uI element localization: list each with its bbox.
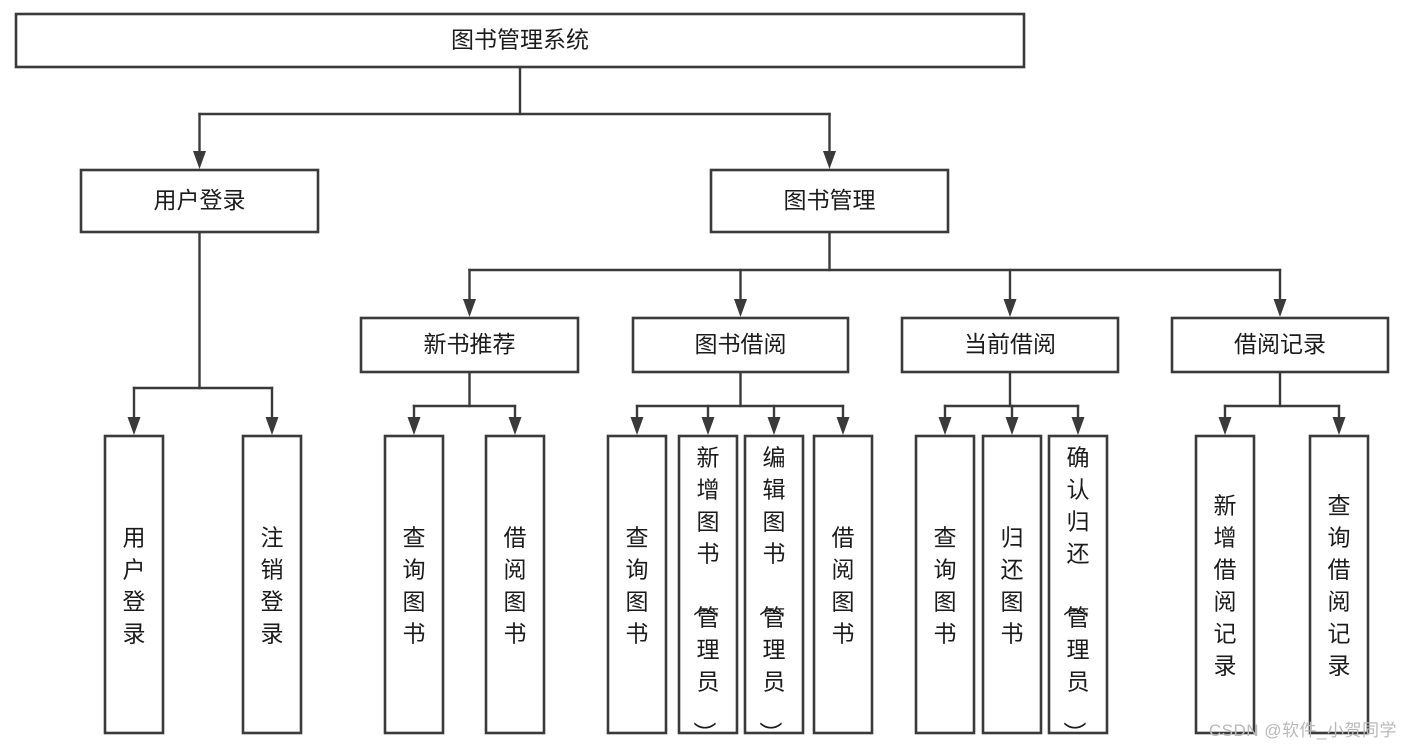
node-leaf-query-book-3[interactable]: 查询图书 <box>914 434 976 735</box>
node-leaf-confirm-return[interactable]: 确认归还（管理员） <box>1047 434 1109 744</box>
edge-group-records <box>1218 370 1346 435</box>
node-label-leaf-return-book: 归还图书 <box>1001 524 1024 646</box>
node-leaf-query-book-1[interactable]: 查询图书 <box>383 434 445 735</box>
node-bookmgmt[interactable]: 图书管理 <box>709 168 950 234</box>
node-label-leaf-edit-book: 编辑图书（管理员） <box>758 444 786 744</box>
node-box-leaf-query-book-2 <box>606 434 668 735</box>
node-label-newbook: 新书推荐 <box>424 331 516 357</box>
edge-group-bookmgmt <box>463 230 1287 317</box>
node-label-leaf-add-book: 新增图书（管理员） <box>692 444 720 744</box>
node-box-leaf-logout <box>241 434 303 735</box>
node-records[interactable]: 借阅记录 <box>1170 316 1390 374</box>
node-current[interactable]: 当前借阅 <box>900 316 1120 374</box>
node-label-leaf-add-record: 新增借阅记录 <box>1214 492 1237 678</box>
node-box-leaf-query-record <box>1308 434 1370 735</box>
edge-group-borrow <box>630 370 850 435</box>
node-leaf-return-book[interactable]: 归还图书 <box>981 434 1043 735</box>
node-label-records: 借阅记录 <box>1234 331 1326 357</box>
node-box-leaf-borrow-book-2 <box>812 434 874 735</box>
node-newbook[interactable]: 新书推荐 <box>359 316 580 374</box>
node-label-leaf-logout: 注销登录 <box>261 524 284 646</box>
edge-group-current <box>938 370 1085 435</box>
node-leaf-edit-book[interactable]: 编辑图书（管理员） <box>743 434 805 744</box>
node-login[interactable]: 用户登录 <box>79 168 320 234</box>
node-box-records <box>1170 316 1390 374</box>
node-label-leaf-borrow-book-1: 借阅图书 <box>504 524 527 646</box>
node-leaf-query-record[interactable]: 查询借阅记录 <box>1308 434 1370 735</box>
node-label-leaf-confirm-return: 确认归还（管理员） <box>1062 444 1090 744</box>
node-box-borrow <box>631 316 850 374</box>
node-box-root <box>14 12 1026 69</box>
node-box-bookmgmt <box>709 168 950 234</box>
node-box-leaf-query-book-3 <box>914 434 976 735</box>
node-box-leaf-borrow-book-1 <box>484 434 546 735</box>
node-label-leaf-user-login: 用户登录 <box>123 524 146 646</box>
node-label-bookmgmt: 图书管理 <box>784 187 876 213</box>
node-label-leaf-borrow-book-2: 借阅图书 <box>832 524 855 646</box>
nodes-layer: 图书管理系统用户登录图书管理新书推荐图书借阅当前借阅借阅记录用户登录注销登录查询… <box>14 12 1390 744</box>
node-box-leaf-confirm-return <box>1047 434 1109 735</box>
node-leaf-user-login[interactable]: 用户登录 <box>103 434 165 735</box>
node-label-leaf-query-book-2: 查询图书 <box>626 524 649 646</box>
edge-group-login <box>127 230 279 435</box>
node-label-login: 用户登录 <box>154 187 246 213</box>
node-root[interactable]: 图书管理系统 <box>14 12 1026 69</box>
node-leaf-add-record[interactable]: 新增借阅记录 <box>1194 434 1256 735</box>
node-box-current <box>900 316 1120 374</box>
node-box-newbook <box>359 316 580 374</box>
node-label-current: 当前借阅 <box>964 331 1056 357</box>
node-box-leaf-return-book <box>981 434 1043 735</box>
node-leaf-query-book-2[interactable]: 查询图书 <box>606 434 668 735</box>
node-box-leaf-edit-book <box>743 434 805 735</box>
node-leaf-logout[interactable]: 注销登录 <box>241 434 303 735</box>
node-label-borrow: 图书借阅 <box>695 331 787 357</box>
node-label-leaf-query-book-1: 查询图书 <box>403 524 426 646</box>
node-leaf-add-book[interactable]: 新增图书（管理员） <box>677 434 739 744</box>
node-label-leaf-query-book-3: 查询图书 <box>934 524 957 646</box>
node-box-leaf-user-login <box>103 434 165 735</box>
node-label-leaf-query-record: 查询借阅记录 <box>1328 492 1351 678</box>
node-borrow[interactable]: 图书借阅 <box>631 316 850 374</box>
edge-group-root <box>193 65 836 169</box>
node-label-root: 图书管理系统 <box>451 27 589 53</box>
edges-layer <box>127 65 1346 435</box>
node-leaf-borrow-book-2[interactable]: 借阅图书 <box>812 434 874 735</box>
node-box-leaf-add-book <box>677 434 739 735</box>
edge-group-newbook <box>407 370 522 435</box>
node-box-leaf-add-record <box>1194 434 1256 735</box>
node-box-login <box>79 168 320 234</box>
node-box-leaf-query-book-1 <box>383 434 445 735</box>
node-leaf-borrow-book-1[interactable]: 借阅图书 <box>484 434 546 735</box>
